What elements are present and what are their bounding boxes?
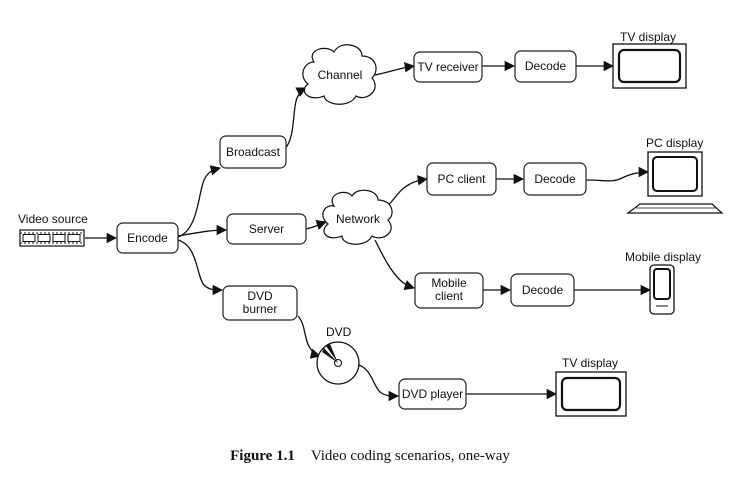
mobile-phone-icon xyxy=(649,264,675,315)
edge-broadcast-channel xyxy=(283,87,307,151)
node-dvd-burner: DVD burner xyxy=(222,285,298,321)
broadcast-label: Broadcast xyxy=(226,145,281,159)
dvd-player-label: DVD player xyxy=(402,387,463,401)
channel-label: Channel xyxy=(318,68,363,82)
diagram: Video source Encode Broadcast Server DVD… xyxy=(18,30,724,417)
edge-encode-dvdburner xyxy=(177,239,224,296)
tv-icon xyxy=(612,43,687,89)
dvd-burner-label-line2: burner xyxy=(243,302,278,316)
cloud-icon xyxy=(322,189,393,245)
decode-tv-label: Decode xyxy=(525,59,567,73)
cloud-icon xyxy=(302,44,377,105)
node-tv-display-bottom: TV display xyxy=(555,356,627,417)
decode-mobile-label: Decode xyxy=(522,283,564,297)
edge-decode-pcdisplay xyxy=(585,166,650,182)
edge-network-pcclient xyxy=(384,175,429,209)
node-broadcast: Broadcast xyxy=(219,135,287,169)
figure-number: Figure 1.1 xyxy=(230,448,295,464)
node-mobile-client: Mobile client xyxy=(414,272,484,309)
server-label: Server xyxy=(249,222,284,236)
network-label: Network xyxy=(336,212,381,226)
node-decode-tv: Decode xyxy=(514,50,577,83)
node-channel: Channel xyxy=(302,44,377,105)
mobile-client-label-line1: Mobile xyxy=(431,276,467,290)
edges xyxy=(85,60,652,402)
node-tv-receiver: TV receiver xyxy=(413,51,483,83)
node-dvd-player: DVD player xyxy=(398,378,467,410)
node-tv-display-top: TV display xyxy=(612,30,687,89)
node-decode-pc: Decode xyxy=(523,162,587,196)
figure-caption: Figure 1.1 Video coding scenarios, one-wa… xyxy=(0,448,740,465)
tv-display-bottom-label: TV display xyxy=(562,356,618,370)
tv-display-top-label: TV display xyxy=(620,30,676,44)
node-pc-display: PC display xyxy=(626,136,724,214)
tv-receiver-label: TV receiver xyxy=(417,60,478,74)
node-network: Network xyxy=(322,189,393,245)
pc-display-label: PC display xyxy=(646,136,703,150)
edge-dvdburner-dvd xyxy=(297,315,322,359)
mobile-client-label-line2: client xyxy=(435,289,464,303)
decode-pc-label: Decode xyxy=(534,172,576,186)
disc-icon xyxy=(316,341,360,385)
video-source-label: Video source xyxy=(18,212,88,226)
node-pc-client: PC client xyxy=(426,162,497,196)
encode-label: Encode xyxy=(127,231,168,245)
film-strip-icon xyxy=(19,229,85,247)
dvd-burner-label-line1: DVD xyxy=(247,289,273,303)
video-source: Video source xyxy=(18,212,88,247)
node-decode-mobile: Decode xyxy=(510,273,575,307)
pc-client-label: PC client xyxy=(437,172,486,186)
tv-icon xyxy=(555,371,627,417)
edge-server-network xyxy=(305,220,327,230)
edge-channel-tvreceiver xyxy=(374,62,416,76)
node-mobile-display: Mobile display xyxy=(625,250,701,315)
node-encode: Encode xyxy=(116,222,179,254)
edge-network-mobileclient xyxy=(374,239,415,290)
node-server: Server xyxy=(226,213,307,245)
edge-encode-broadcast xyxy=(177,165,222,238)
dvd-label: DVD xyxy=(326,325,352,339)
figure-caption-text: Video coding scenarios, one-way xyxy=(310,448,510,464)
monitor-icon xyxy=(626,151,724,214)
edge-encode-server xyxy=(177,224,228,237)
node-dvd: DVD xyxy=(316,325,360,385)
edge-dvd-dvdplayer xyxy=(355,363,400,402)
mobile-display-label: Mobile display xyxy=(625,250,701,264)
